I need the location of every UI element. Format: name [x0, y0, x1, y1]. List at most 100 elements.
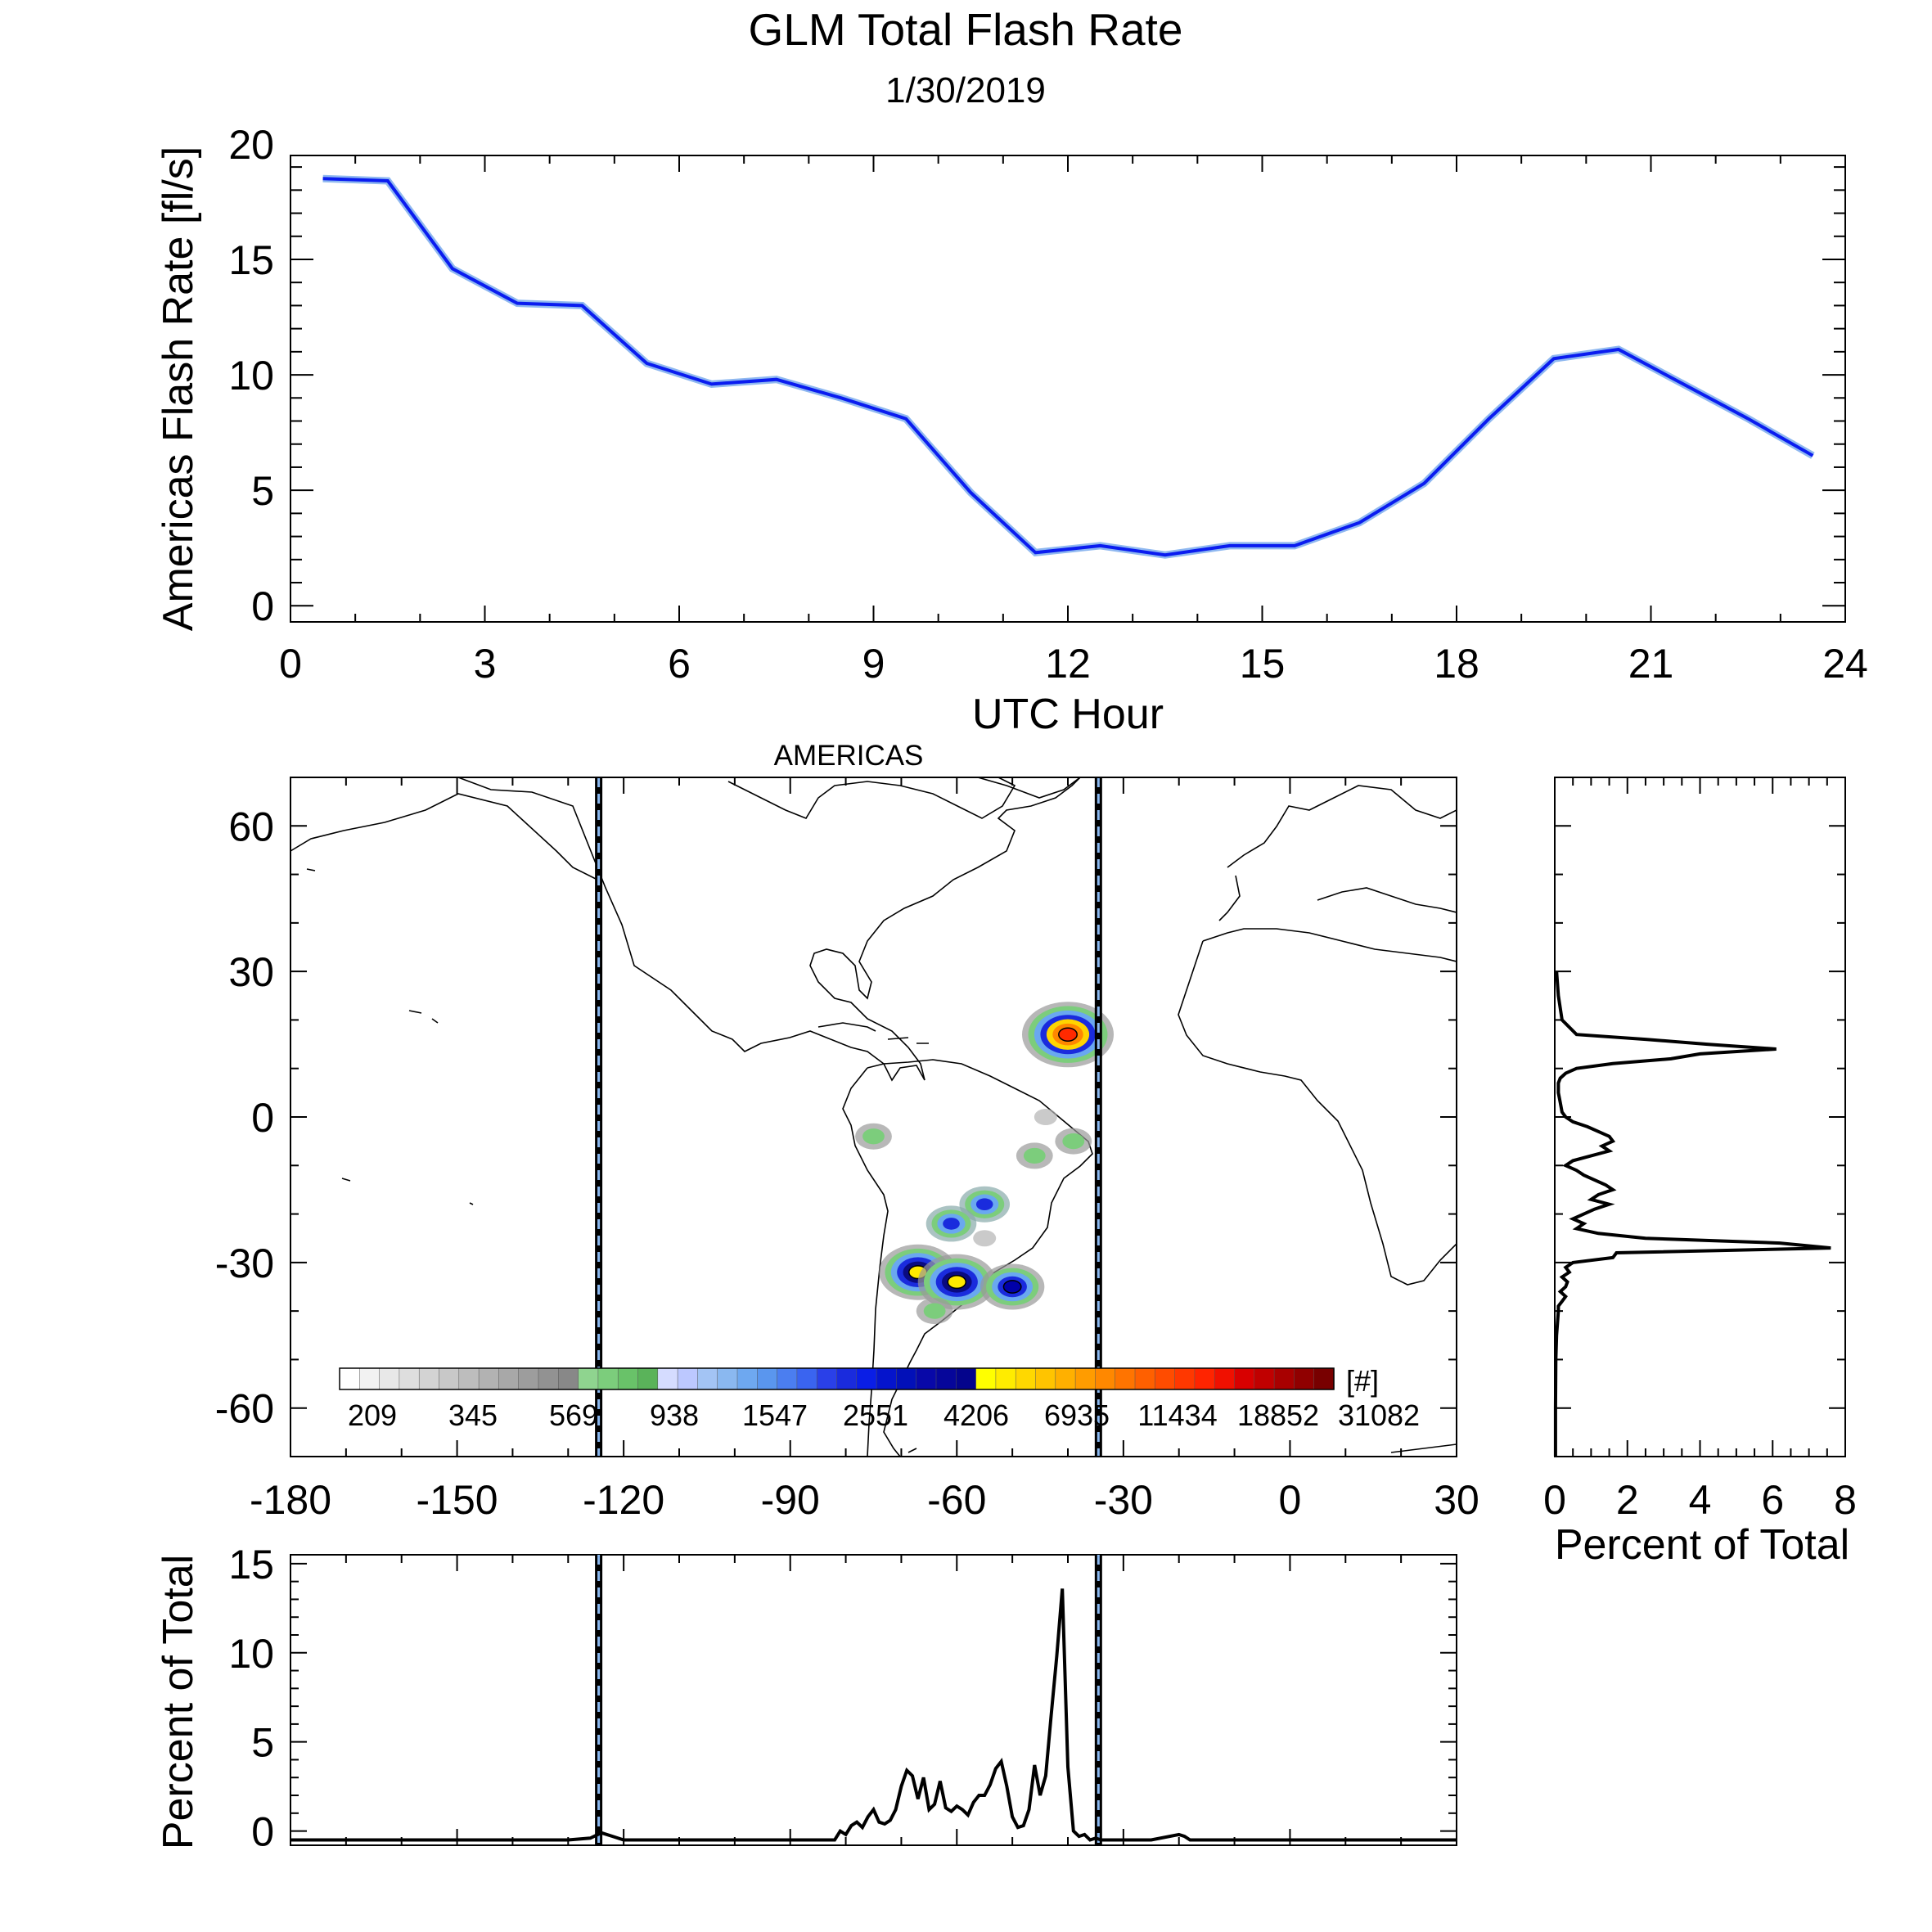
island-outlines — [306, 868, 1457, 1453]
lat-x-tick-label: 0 — [1543, 1477, 1566, 1523]
colorbar-swatch — [1035, 1367, 1056, 1390]
map-x-tick-label: -150 — [417, 1477, 498, 1523]
colorbar-unit: [#] — [1346, 1364, 1379, 1398]
x-tick-label: 24 — [1822, 641, 1868, 687]
colorbar-swatch — [617, 1367, 639, 1390]
flash-cell — [1058, 1027, 1078, 1042]
colorbar-swatch — [975, 1367, 997, 1390]
flash-cell — [862, 1128, 885, 1145]
colorbar-swatch — [1055, 1367, 1076, 1390]
x-tick-label: 12 — [1045, 641, 1091, 687]
colorbar-label: 31082 — [1338, 1398, 1420, 1432]
latitude-profile-ticks — [1554, 777, 1846, 1457]
colorbar-swatch — [896, 1367, 917, 1390]
map-x-tick-label: 0 — [1279, 1477, 1302, 1523]
flash-cell — [943, 1218, 960, 1230]
coastlines — [290, 777, 1457, 1457]
map-y-tick-label: -30 — [215, 1241, 274, 1286]
colorbar-swatch — [597, 1367, 619, 1390]
colorbar-swatch — [1115, 1367, 1136, 1390]
colorbar-swatch — [1313, 1367, 1335, 1390]
colorbar-swatch — [995, 1367, 1016, 1390]
colorbar-swatch — [796, 1367, 817, 1390]
map-ticks — [290, 777, 1457, 1457]
colorbar-swatch — [578, 1367, 599, 1390]
colorbar-swatch — [1273, 1367, 1295, 1390]
flash-cell — [923, 1303, 946, 1319]
colorbar-swatch — [956, 1367, 977, 1390]
y-tick-label: 10 — [228, 353, 274, 399]
colorbar-swatch — [935, 1367, 957, 1390]
greenland-coastline — [977, 777, 1081, 799]
figure-subtitle: 1/30/2019 — [885, 70, 1046, 110]
map-x-tick-label: 30 — [1434, 1477, 1479, 1523]
lon-y-tick-label: 5 — [251, 1720, 274, 1766]
colorbar-swatch — [1134, 1367, 1155, 1390]
longitude-profile-sector-lines — [595, 1555, 1102, 1845]
x-tick-label: 21 — [1628, 641, 1674, 687]
africa-coastline — [1178, 928, 1457, 1286]
colorbar-swatch — [478, 1367, 500, 1390]
flash-cell — [973, 1230, 997, 1247]
flash-rate-y-axis-label: Americas Flash Rate [fl/s] — [155, 146, 202, 631]
colorbar-swatch — [836, 1367, 858, 1390]
colorbar-label: 6935 — [1044, 1398, 1110, 1432]
colorbar-swatch — [418, 1367, 440, 1390]
europe-coastline — [1218, 785, 1457, 921]
colorbar-swatch — [498, 1367, 520, 1390]
flash-rate-x-axis-label: UTC Hour — [972, 691, 1164, 738]
latitude-profile-x-axis-label: Percent of Total — [1555, 1521, 1849, 1569]
longitude-profile-y-axis-label: Percent of Total — [155, 1555, 202, 1849]
colorbar-swatch — [657, 1367, 678, 1390]
colorbar-swatch — [757, 1367, 778, 1390]
longitude-profile-line — [290, 1588, 1457, 1842]
y-tick-label: 5 — [251, 468, 274, 514]
longitude-profile-ticks — [290, 1555, 1457, 1845]
map-title: AMERICAS — [774, 740, 924, 772]
flash-cell — [1062, 1133, 1085, 1150]
map-x-tick-label: -30 — [1094, 1477, 1153, 1523]
colorbar-swatch — [399, 1367, 420, 1390]
alaska-coastline — [290, 793, 598, 880]
colorbar-swatch — [1074, 1367, 1097, 1390]
colorbar-label: 1547 — [742, 1398, 808, 1432]
map-y-tick-label: 60 — [228, 804, 274, 849]
flash-cell — [1023, 1147, 1046, 1164]
colorbar-swatch — [816, 1367, 838, 1390]
lat-x-tick-label: 8 — [1834, 1477, 1857, 1523]
colorbar-swatch — [777, 1367, 798, 1390]
colorbar-swatch — [359, 1367, 381, 1390]
colorbar-label: 209 — [348, 1398, 397, 1432]
x-tick-label: 15 — [1240, 641, 1286, 687]
colorbar-swatch — [717, 1367, 738, 1390]
lat-x-tick-label: 6 — [1761, 1477, 1784, 1523]
colorbar-swatch — [538, 1367, 559, 1390]
map-x-tick-label: -180 — [250, 1477, 331, 1523]
x-tick-label: 6 — [668, 641, 691, 687]
colorbar-label: 2551 — [843, 1398, 908, 1432]
y-tick-label: 20 — [228, 122, 274, 168]
colorbar-swatch — [736, 1367, 758, 1390]
x-tick-label: 3 — [474, 641, 497, 687]
colorbar-frame — [339, 1367, 1335, 1390]
map-y-tick-label: 0 — [251, 1095, 274, 1141]
colorbar-label: 569 — [549, 1398, 598, 1432]
longitude-profile-frame — [290, 1554, 1457, 1846]
sector-boundary-lines — [595, 777, 1102, 1457]
colorbar-swatch — [916, 1367, 937, 1390]
flash-rate-line — [322, 177, 1814, 557]
colorbar-swatch — [1015, 1367, 1037, 1390]
colorbar-label: 11434 — [1137, 1398, 1217, 1432]
flash-cell — [1002, 1280, 1022, 1294]
flash-cell — [1034, 1109, 1057, 1125]
x-tick-label: 9 — [862, 641, 885, 687]
colorbar-swatch — [558, 1367, 579, 1390]
colorbar-label: 345 — [448, 1398, 498, 1432]
map-x-tick-label: -60 — [927, 1477, 986, 1523]
latitude-profile-frame — [1554, 777, 1846, 1457]
